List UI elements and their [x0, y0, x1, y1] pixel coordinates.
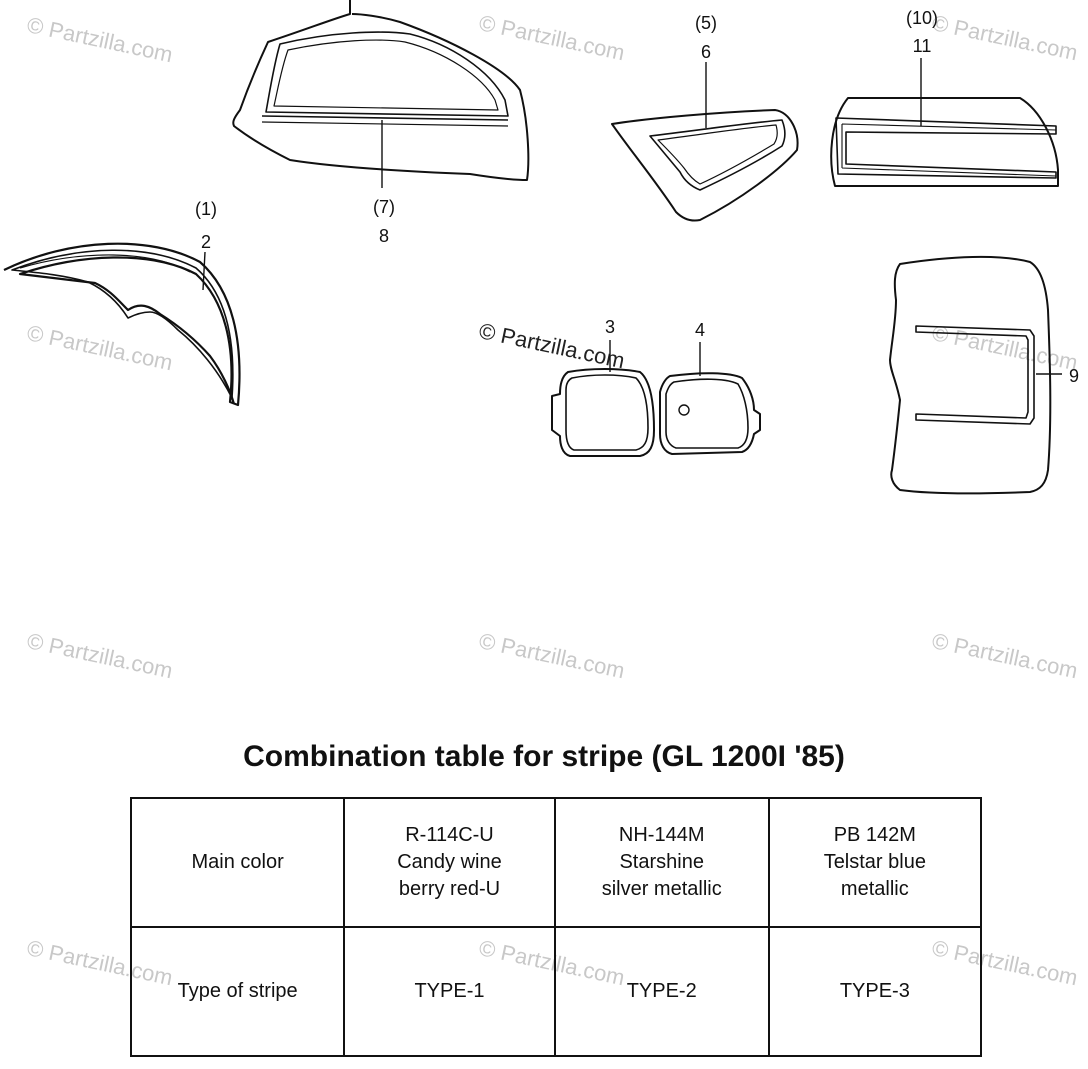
emblem-stripe-left — [551, 340, 655, 457]
type-cell: TYPE-2 — [553, 926, 770, 1057]
table-row: Main color R-114C-U Candy wine berry red… — [129, 797, 983, 928]
emblem-stripe-right — [659, 342, 761, 455]
callout-label: 4 — [694, 320, 705, 340]
color-cell: PB 142M Telstar blue metallic — [767, 797, 983, 928]
color-cell: R-114C-U Candy wine berry red-U — [343, 797, 556, 928]
color-cell: NH-144M Starshine silver metallic — [553, 797, 770, 928]
row-label-main-color: Main color — [129, 797, 346, 928]
trunk-stripe — [889, 255, 1062, 495]
type-cell: TYPE-3 — [767, 926, 983, 1057]
callout-label: 9 — [1068, 366, 1079, 386]
front-fender-stripe — [3, 242, 241, 407]
type-cell: TYPE-1 — [343, 926, 556, 1057]
saddlebag-stripe — [830, 58, 1059, 187]
callout-label: (10) — [905, 8, 938, 28]
callout-label: (5) — [695, 13, 717, 33]
callout-label: 3 — [604, 317, 615, 337]
fairing-stripe — [232, 0, 530, 188]
side-cover-stripe — [611, 62, 799, 222]
table-title: Combination table for stripe (GL 1200I '… — [243, 740, 845, 773]
combination-table: Main color R-114C-U Candy wine berry red… — [129, 797, 983, 1057]
row-label-type-of-stripe: Type of stripe — [129, 926, 346, 1057]
callout-label: 2 — [200, 232, 211, 252]
callout-label: (7) — [373, 197, 395, 217]
callout-label: 8 — [378, 226, 389, 246]
callout-label: (1) — [195, 199, 217, 219]
table-row: Type of stripe TYPE-1 TYPE-2 TYPE-3 — [129, 926, 983, 1057]
callout-label: 11 — [912, 36, 932, 56]
callout-label: 6 — [700, 42, 711, 62]
